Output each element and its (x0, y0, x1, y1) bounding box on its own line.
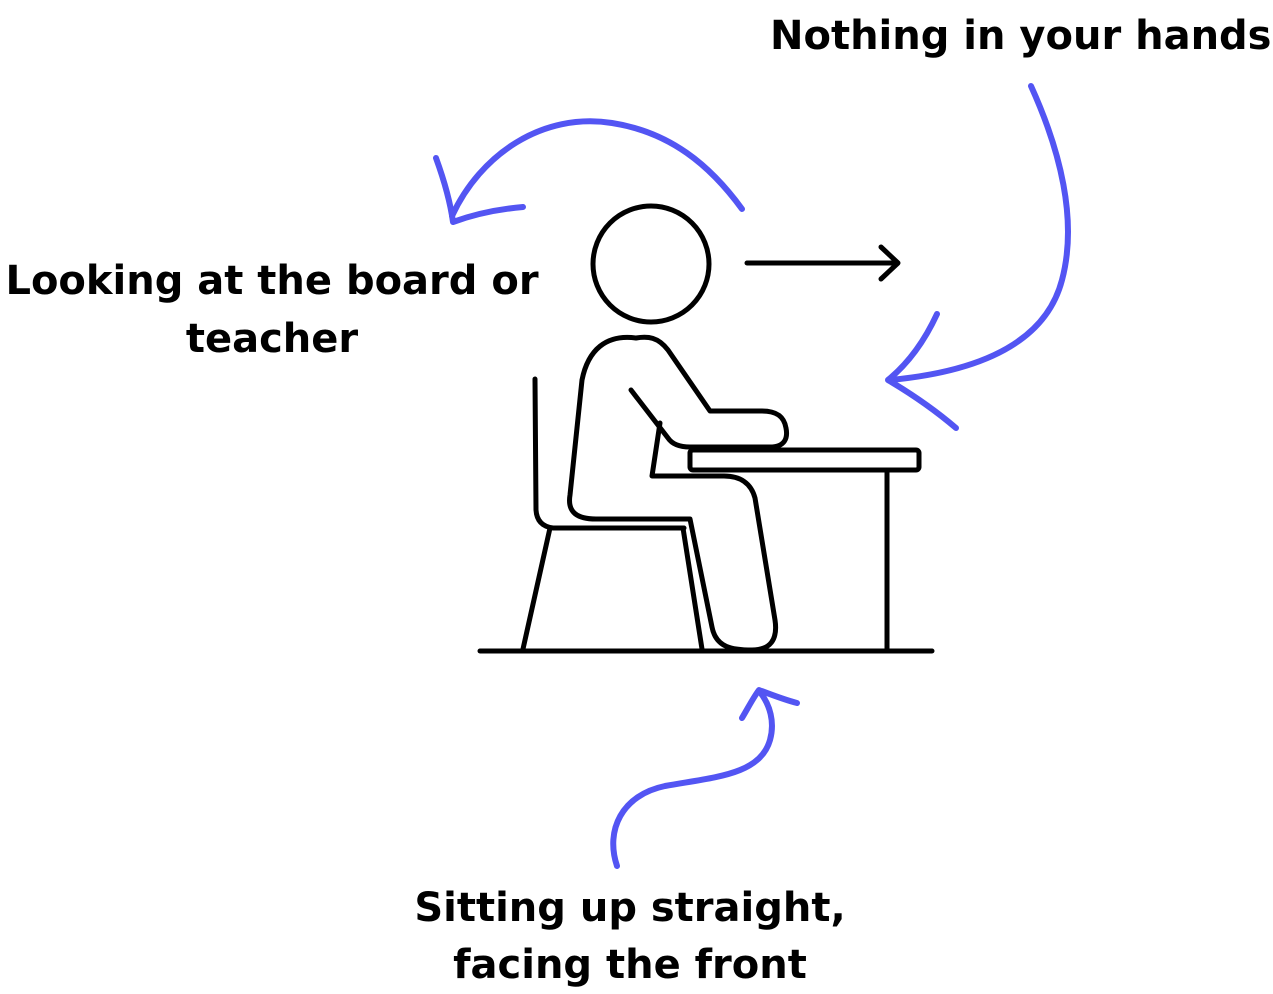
person (570, 206, 787, 650)
looking-at-board-label: Looking at the board or teacher (2, 252, 542, 368)
person-head (593, 206, 709, 322)
chair-front-leg (523, 528, 550, 649)
desk-top (690, 450, 919, 470)
person-arm (631, 337, 787, 447)
gaze-arrow (747, 247, 898, 279)
nothing-in-hands-label: Nothing in your hands (770, 8, 1268, 64)
desk (690, 450, 919, 649)
looking-at-board-label-line1: Looking at the board or (2, 252, 542, 310)
looking-at-board-label-line2: teacher (2, 310, 542, 368)
sitting-straight-label-line1: Sitting up straight, (370, 880, 890, 937)
sitting-arrow-curve (613, 692, 772, 866)
sitting-straight-label: Sitting up straight, facing the front (370, 880, 890, 994)
annotation-arrows (436, 86, 1068, 866)
board-arrow-head (436, 158, 523, 222)
hands-arrow-curve (890, 86, 1068, 380)
chair-backrest (535, 379, 684, 528)
sitting-straight-label-line2: facing the front (370, 937, 890, 994)
person-body (570, 337, 776, 650)
chair-back-leg (683, 528, 702, 649)
chair (523, 379, 702, 649)
board-arrow-curve (452, 121, 742, 216)
